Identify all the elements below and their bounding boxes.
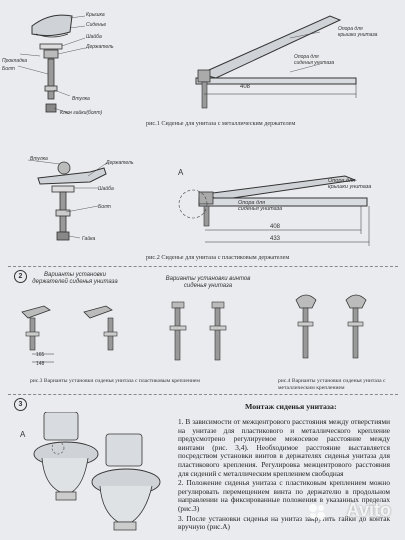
fig2-label-sleeve: Втулка [30,156,48,162]
fig2-seat-side-view [178,175,370,246]
install-instructions: 1. В зависимости от межцентрового рассто… [178,417,390,533]
section-badge-2: 2 [14,270,27,283]
fig1-label-bolt: Болт [2,66,15,72]
install-title: Монтаж сиденья унитаза: [245,402,337,411]
toilet-illustration [33,412,161,531]
fig2-dimension-408: 408 [270,224,281,230]
fig1-label-washer: Шайба [86,34,102,40]
fig1-label-nut: Ключ гайки(болт) [60,110,103,116]
section-divider-1 [8,266,398,267]
fig2-marker-a: A [178,168,184,177]
fig1-seat-side-view [195,15,357,109]
avito-logo-icon [309,504,325,520]
fig3-dimension-148: 148 [36,361,45,367]
fig3-title-screws: Варианты установки винтов сиденья унитаз… [165,276,251,289]
fig4-metal-mount-drawing [295,294,367,359]
install-marker-a: A [20,430,26,439]
fig2-label-nut: Гайка [82,236,96,242]
install-step-2: 2. Положение сиденья унитаза с пластиков… [178,478,390,513]
fig1-caption: рис.1 Сиденье для унитаза с металлически… [146,120,296,127]
section-badge-3: 3 [14,398,27,411]
install-step-1: 1. В зависимости от межцентрового рассто… [178,417,390,478]
fig3-screw-variants-drawing [169,301,227,361]
section-divider-2 [8,394,398,395]
fig2-dimension-433: 433 [270,236,281,242]
fig2-caption: рис.2 Сиденье для унитаза с пластиковым … [146,254,290,261]
fig3-caption: рис.3 Варианты установки сиденья унитаза… [30,378,200,384]
fig1-dimension-408: 408 [240,84,251,90]
fig2-label-washer: Шайба [98,186,114,192]
fig1-label-sleeve: Втулка [72,96,90,102]
fig2-label-holder: Держатель [106,160,134,166]
fig4-caption: рис.4 Варианты установки сиденья унитаза… [278,378,386,391]
fig1-hardware-drawing [17,14,86,115]
fig2-hardware-drawing [27,159,109,241]
fig1-label-gasket: Прокладка [2,58,28,64]
fig3-holder-variants-drawing [21,305,118,363]
fig3-title-holders: Варианты установки держателей сиденья ун… [32,272,118,285]
fig1-label-lid: Крышка [86,12,105,18]
avito-watermark: Avito [346,500,391,520]
install-step-3: 3. После установки сиденья на унитаз зак… [178,513,390,532]
fig1-label-holder: Держатель [86,44,114,50]
fig2-label-bolt: Болт [98,204,111,210]
fig3-dimension-165: 165 [36,352,45,358]
fig1-label-seat: Сиденье [86,22,107,28]
